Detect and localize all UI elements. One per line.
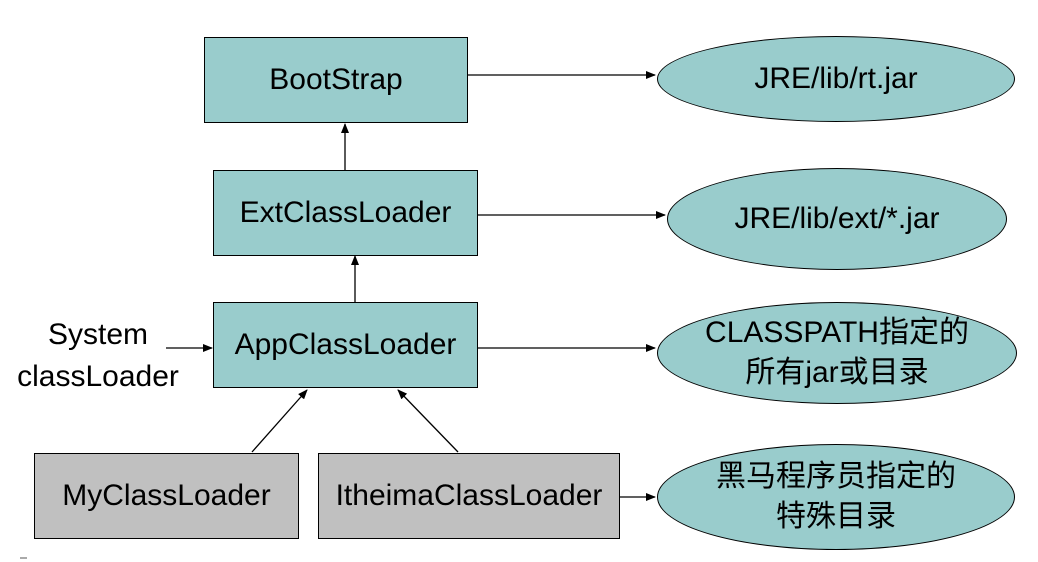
arrow-itheima-to-app — [397, 389, 459, 453]
ext-jar-ellipse: JRE/lib/ext/*.jar — [667, 168, 1007, 270]
system-label-line1: System — [47, 318, 149, 351]
rt-jar-ellipse: JRE/lib/rt.jar — [657, 36, 1015, 122]
app-classloader-label: AppClassLoader — [234, 328, 457, 361]
app-classloader-node: AppClassLoader — [213, 302, 478, 388]
ext-classloader-label: ExtClassLoader — [239, 196, 452, 229]
ext-classloader-node: ExtClassLoader — [213, 170, 478, 256]
arrow-my-to-app — [251, 389, 308, 453]
classpath-label-line2: 所有jar或目录 — [745, 356, 929, 389]
rt-jar-label: JRE/lib/rt.jar — [754, 62, 918, 95]
bootstrap-label: BootStrap — [269, 63, 403, 96]
bootstrap-node: BootStrap — [204, 37, 468, 123]
itheima-classloader-label: ItheimaClassLoader — [335, 479, 603, 512]
ext-jar-label: JRE/lib/ext/*.jar — [734, 202, 940, 235]
classpath-label-line1: CLASSPATH指定的 — [705, 316, 969, 349]
my-classloader-label: MyClassLoader — [62, 479, 271, 512]
my-classloader-node: MyClassLoader — [34, 453, 299, 539]
itheima-classloader-node: ItheimaClassLoader — [318, 453, 620, 539]
system-classloader-label: System classLoader — [4, 314, 192, 398]
custom-dir-label-line1: 黑马程序员指定的 — [716, 460, 956, 493]
classpath-ellipse: CLASSPATH指定的 所有jar或目录 — [657, 302, 1017, 404]
custom-dir-label-line2: 特殊目录 — [776, 500, 896, 533]
system-label-line2: classLoader — [17, 360, 179, 393]
custom-dir-ellipse: 黑马程序员指定的 特殊目录 — [657, 444, 1015, 550]
